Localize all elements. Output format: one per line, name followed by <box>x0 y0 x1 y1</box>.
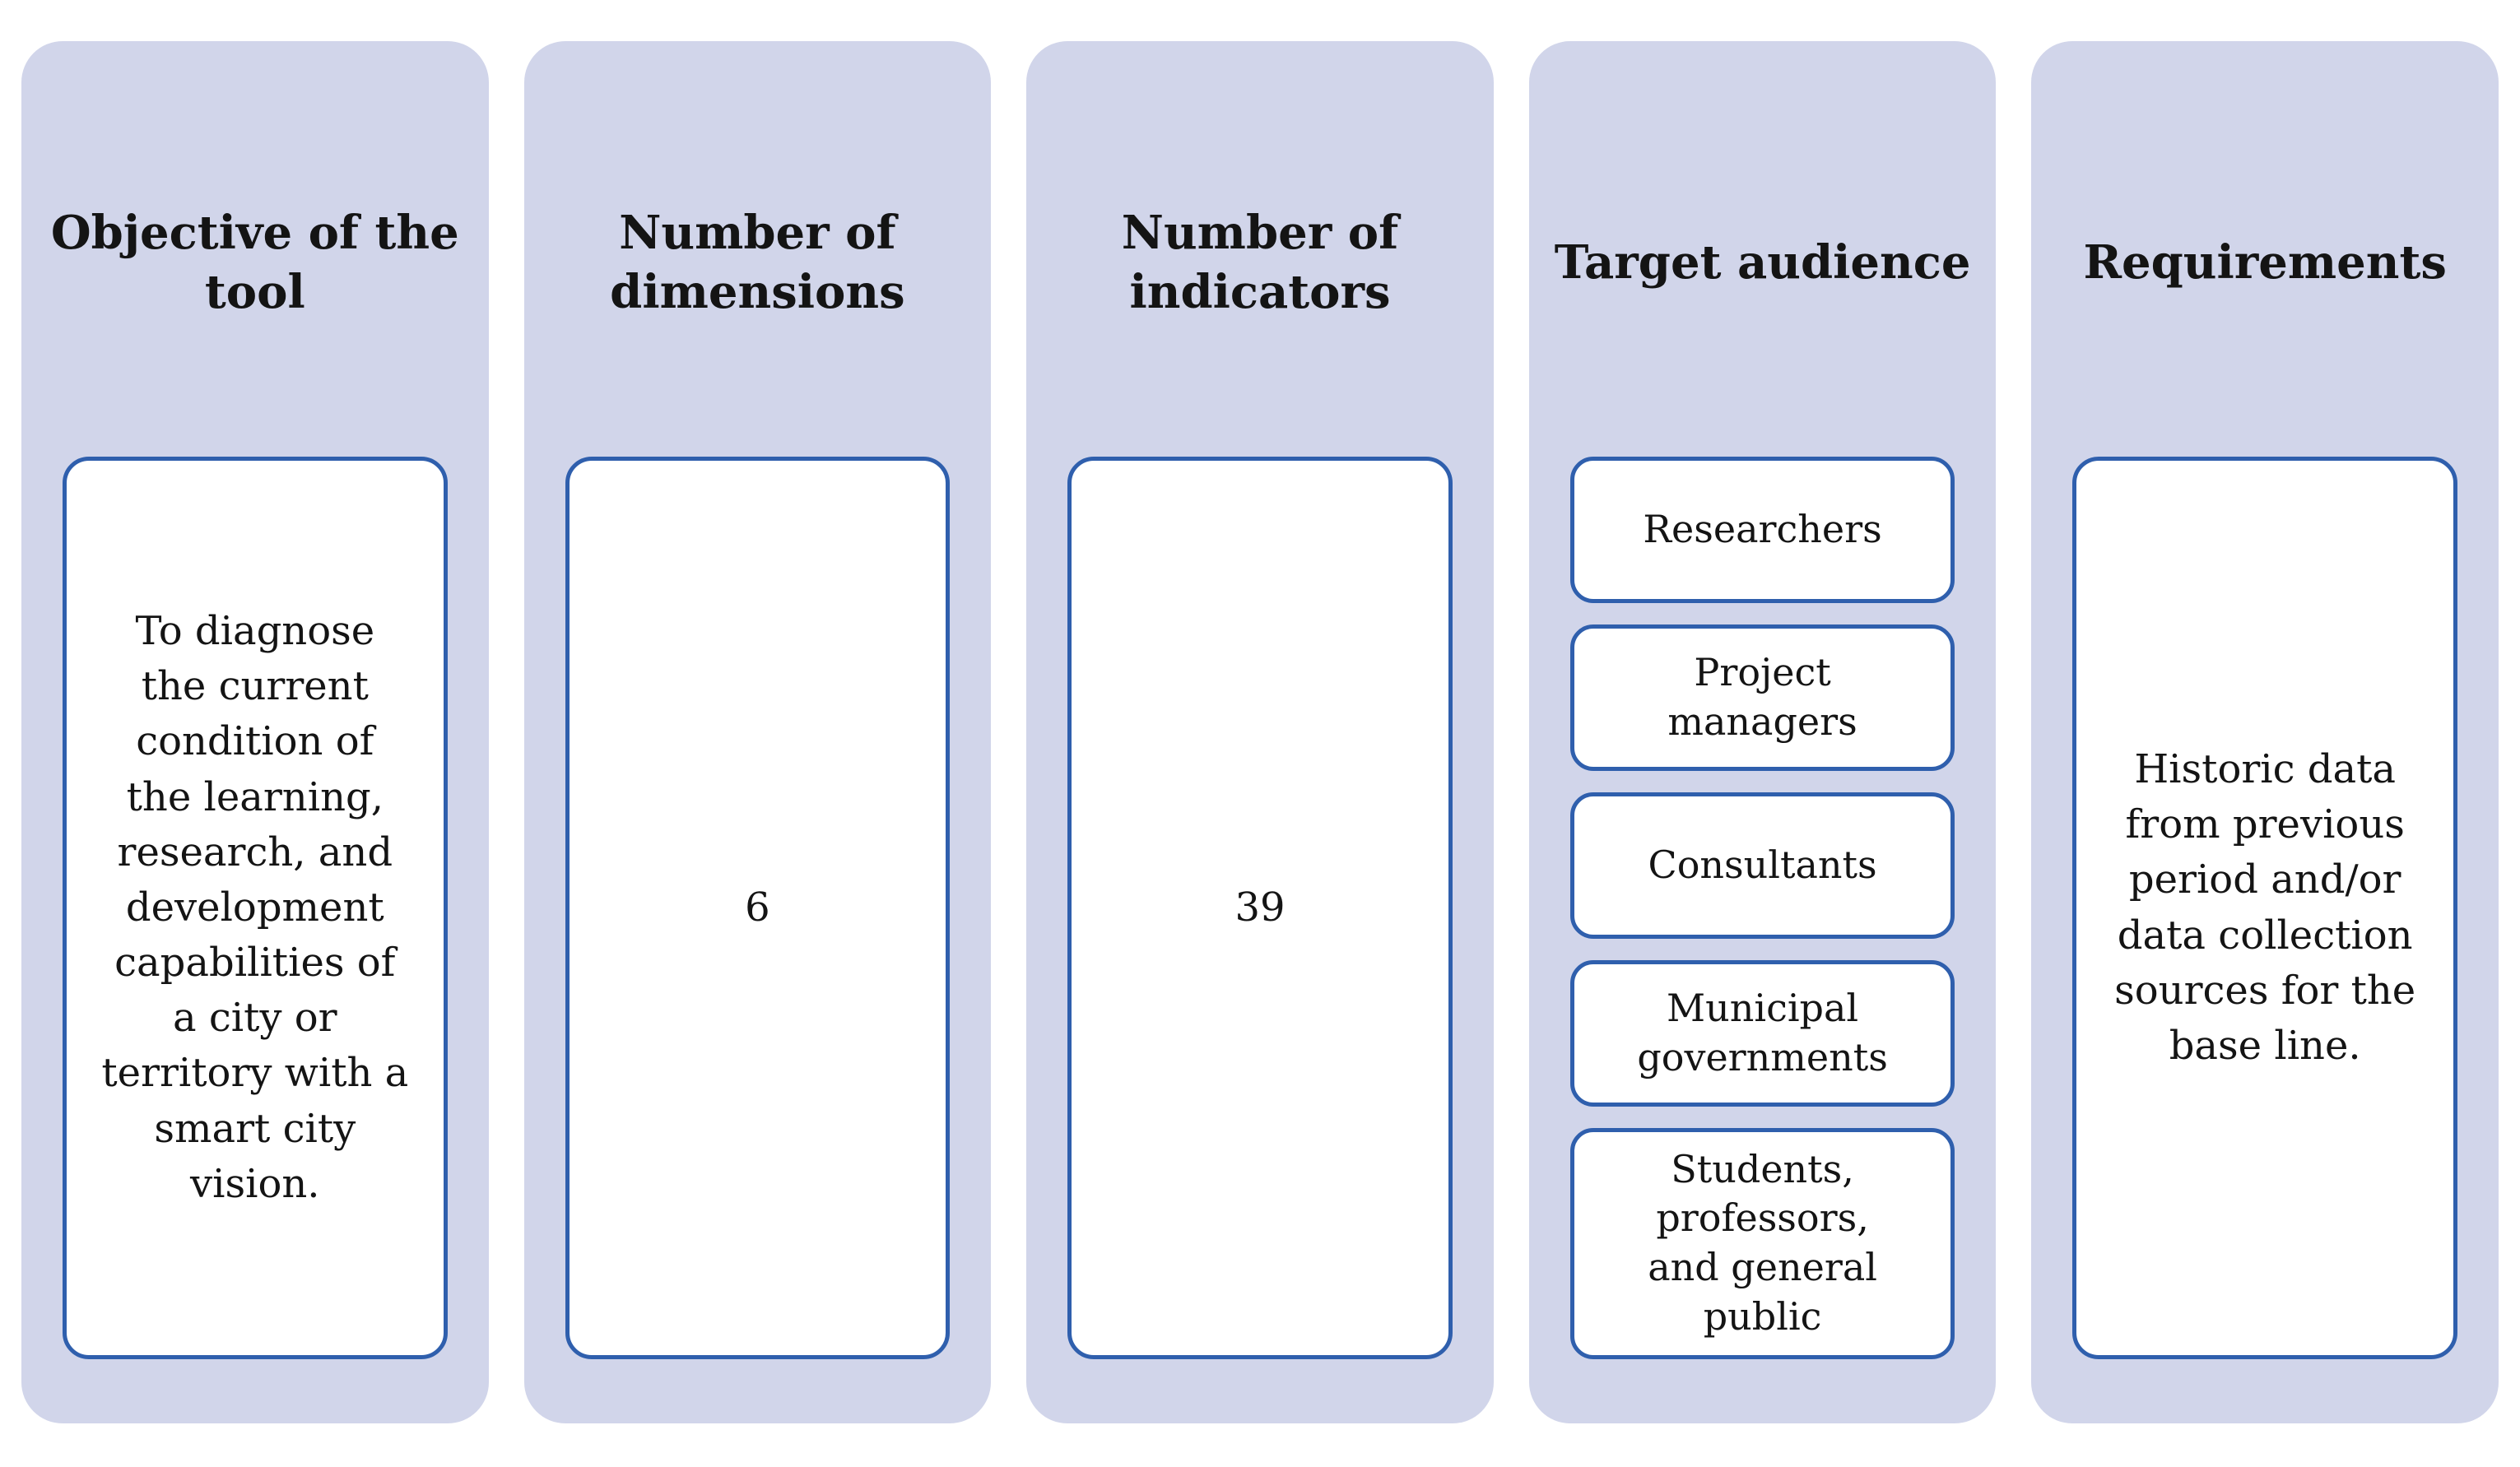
panel-requirements: Requirements Historic data from previous… <box>2031 41 2499 1423</box>
panel-objective-box-area: To diagnose the current condition of the… <box>63 457 448 1359</box>
panel-dimensions-header: Number of dimensions <box>610 206 905 319</box>
panel-indicators-box-area: 39 <box>1067 457 1453 1359</box>
indicators-value-box: 39 <box>1067 457 1453 1359</box>
audience-item-students-professors-public: Students, professors, and general public <box>1569 1127 1955 1359</box>
audience-item-project-managers: Project managers <box>1569 624 1955 771</box>
panel-target-audience: Target audience Researchers Project mana… <box>1528 41 1997 1423</box>
audience-item-researchers: Researchers <box>1569 457 1955 603</box>
panel-requirements-header: Requirements <box>2083 235 2447 290</box>
panel-dimensions: Number of dimensions 6 <box>523 41 992 1423</box>
panel-target-audience-box-area: Researchers Project managers Consultants… <box>1569 457 1955 1359</box>
panel-requirements-box-area: Historic data from previous period and/o… <box>2072 457 2457 1359</box>
panel-target-audience-header: Target audience <box>1554 235 1971 290</box>
requirements-text-box: Historic data from previous period and/o… <box>2072 457 2457 1359</box>
panel-dimensions-box-area: 6 <box>565 457 951 1359</box>
panel-indicators: Number of indicators 39 <box>1026 41 1494 1423</box>
panel-objective: Objective of the tool To diagnose the cu… <box>21 41 489 1423</box>
audience-item-consultants: Consultants <box>1569 792 1955 939</box>
audience-item-municipal-governments: Municipal governments <box>1569 959 1955 1107</box>
panel-objective-header: Objective of the tool <box>50 206 459 319</box>
objective-text-box: To diagnose the current condition of the… <box>63 457 448 1359</box>
target-audience-list: Researchers Project managers Consultants… <box>1569 457 1955 1359</box>
dimensions-value-box: 6 <box>565 457 951 1359</box>
panel-indicators-header: Number of indicators <box>1121 206 1399 319</box>
